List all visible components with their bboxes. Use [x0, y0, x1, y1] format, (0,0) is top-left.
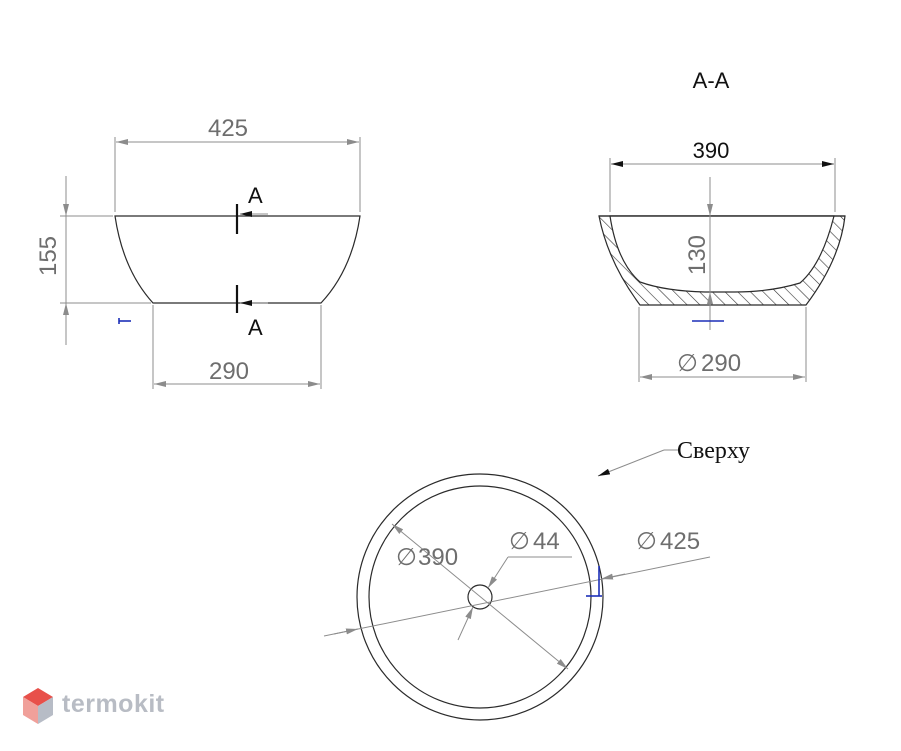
dim-line-390-top — [391, 523, 569, 670]
dim-label-155: 155 — [35, 236, 62, 276]
section-title: A-A — [693, 68, 730, 93]
diameter-symbol-44: ∅ — [509, 528, 530, 555]
dim-label-390-section: 390 — [693, 138, 730, 163]
section-mark-bottom: A — [248, 315, 263, 340]
side-view: 425 155 290 A A — [35, 115, 361, 389]
dim-label-290: 290 — [209, 358, 249, 385]
top-view-label: Сверху — [677, 438, 750, 464]
basin-side-outline — [114, 215, 361, 304]
hexagon-cube-icon — [23, 688, 53, 724]
dim-label-290-section: 290 — [701, 350, 741, 377]
diameter-symbol-425: ∅ — [636, 528, 657, 555]
top-view-leader — [597, 449, 665, 477]
dim-line-425-top — [323, 556, 711, 637]
section-cavity — [609, 215, 835, 293]
logo-text: termokit — [62, 690, 165, 718]
top-view: Сверху ∅ 390 ∅ 44 ∅ 425 — [323, 438, 750, 721]
diameter-symbol-390: ∅ — [396, 544, 417, 571]
dim-label-44: 44 — [533, 528, 560, 555]
section-view: A-A 390 130 290 ∅ — [598, 68, 846, 382]
dim-label-390-top: 390 — [418, 544, 458, 571]
section-mark-top: A — [248, 183, 263, 208]
dim-label-425-top: 425 — [660, 528, 700, 555]
diameter-symbol-290: ∅ — [677, 350, 698, 377]
dim-line-44 — [487, 556, 509, 589]
dim-label-130: 130 — [684, 235, 711, 275]
dim-label-425: 425 — [208, 115, 248, 142]
